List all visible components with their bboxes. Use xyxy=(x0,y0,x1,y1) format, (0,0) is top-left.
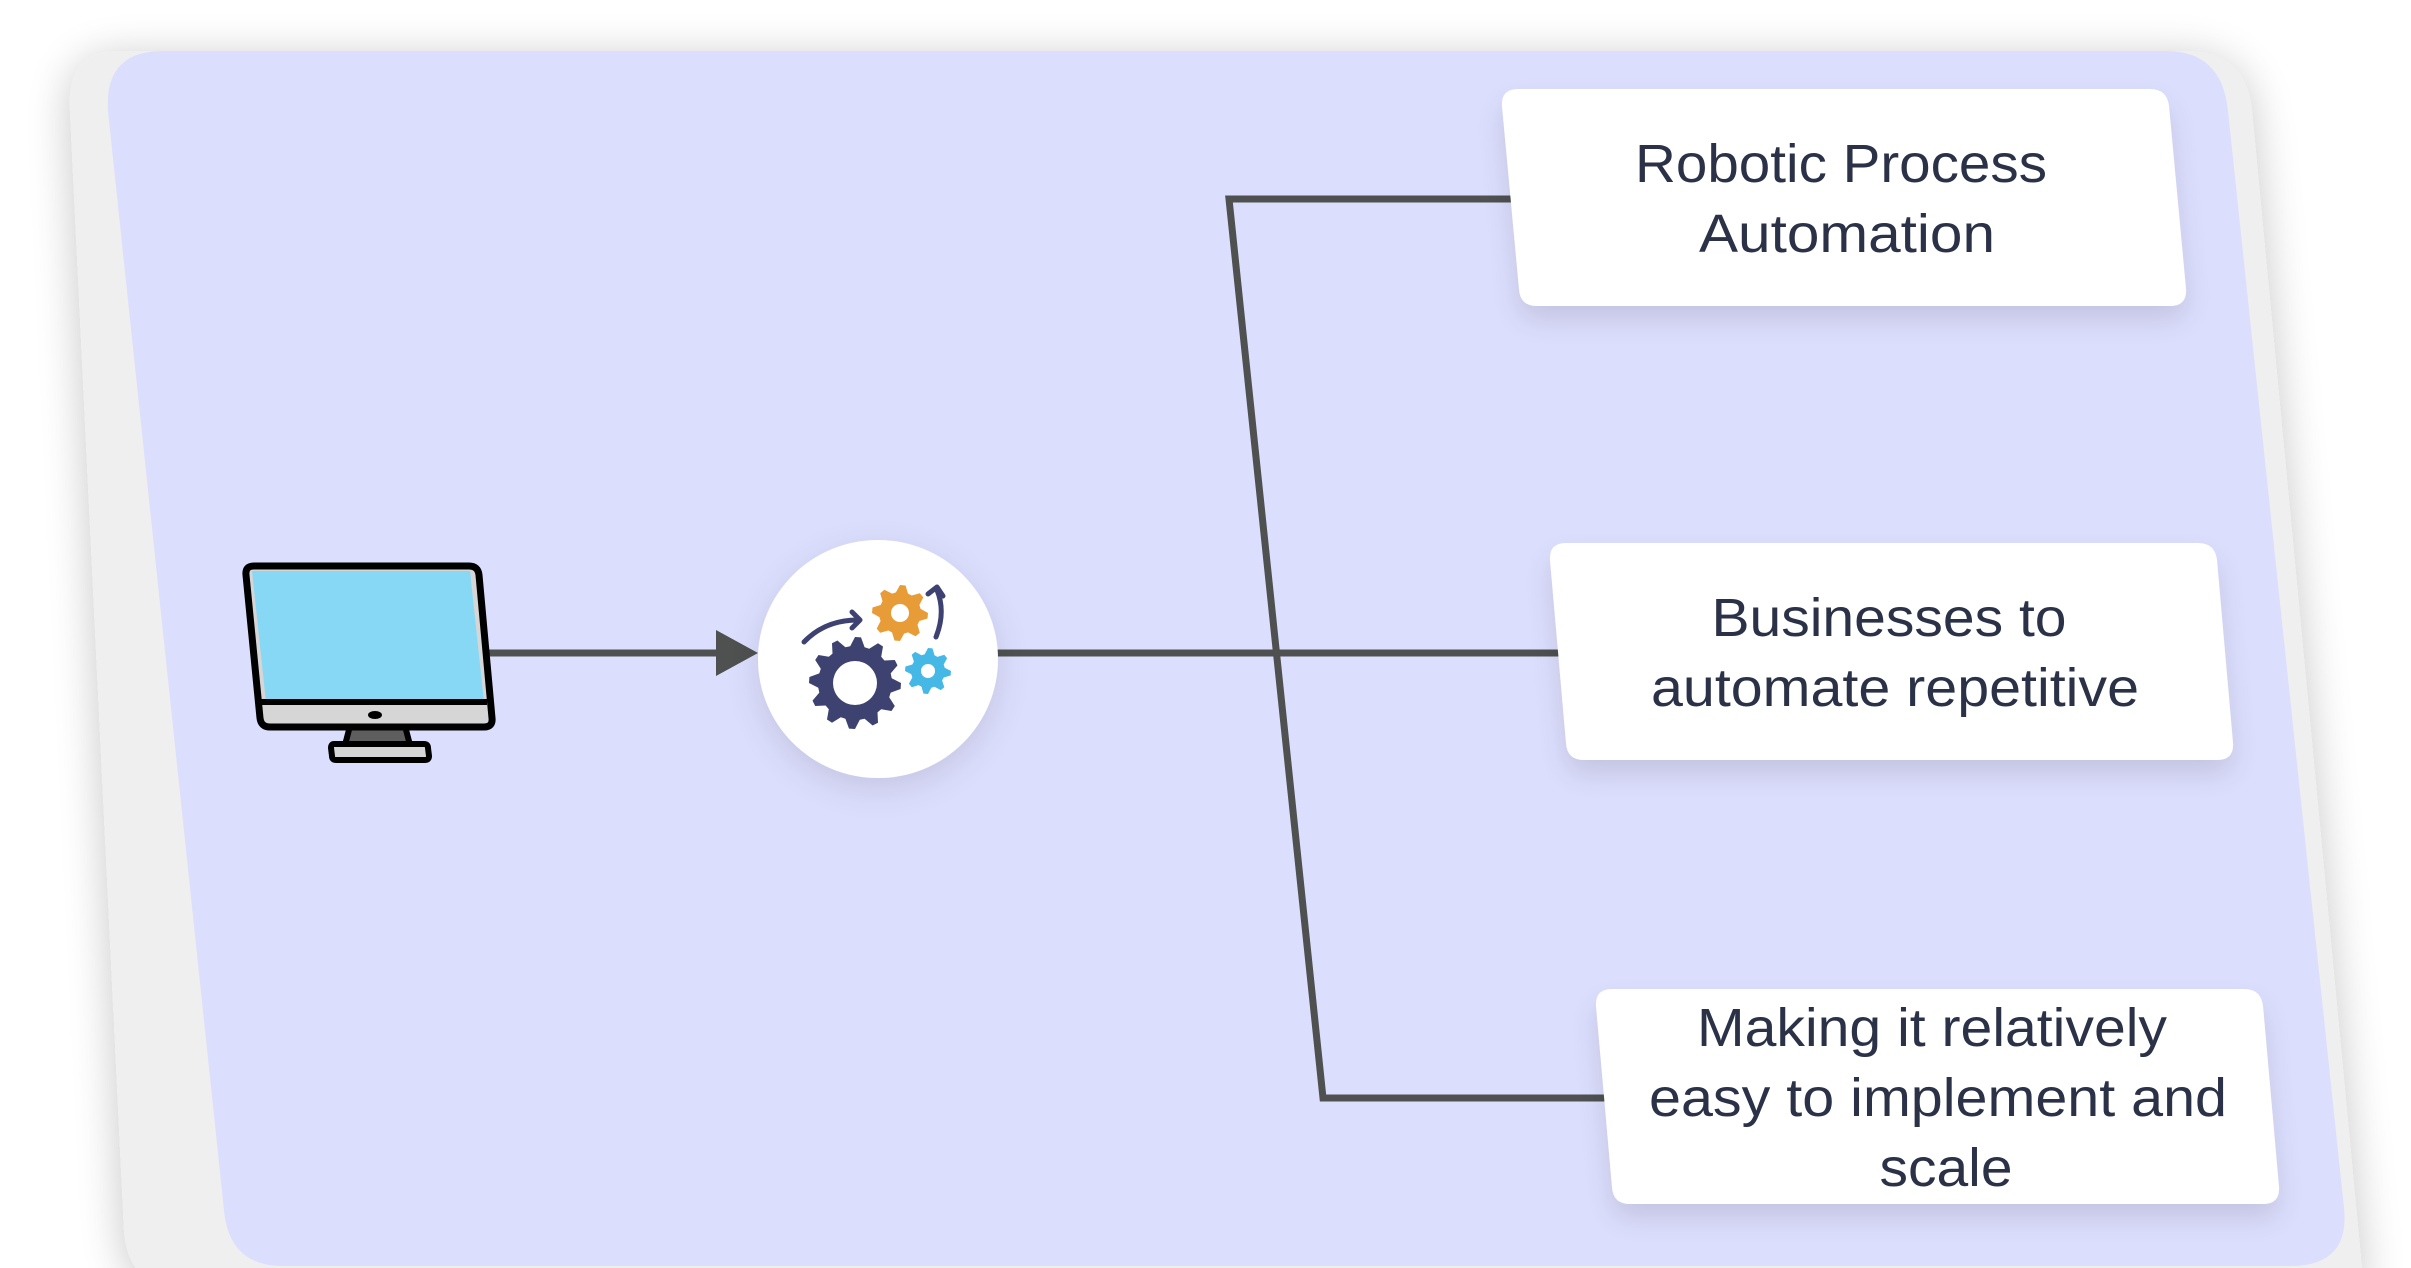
medium-gear-icon xyxy=(872,585,928,641)
curved-arrow-right-icon xyxy=(801,617,861,645)
output-2-line-2: automate repetitive xyxy=(1651,658,2139,718)
output-1-line-1: Robotic Process xyxy=(1635,134,2047,194)
small-gear-icon xyxy=(905,648,951,694)
output-box-3 xyxy=(1595,989,2280,1204)
monitor-screen xyxy=(252,571,484,702)
output-2-line-1: Businesses to xyxy=(1712,588,2067,648)
output-3-line-2: easy to implement and xyxy=(1649,1068,2227,1128)
output-1-line-2: Automation xyxy=(1699,204,1995,264)
output-3-line-1: Making it relatively xyxy=(1697,998,2167,1058)
main-card xyxy=(107,51,2345,1266)
arrowhead-icon xyxy=(716,630,758,676)
monitor-logo-dot xyxy=(368,711,382,719)
output-bracket xyxy=(1225,195,1606,1102)
output-box-1 xyxy=(1501,89,2187,306)
gears-automation-icon xyxy=(801,584,951,729)
output-3-line-3: scale xyxy=(1880,1138,2013,1198)
curved-arrow-up-icon xyxy=(933,587,944,640)
automation-hub xyxy=(758,540,998,778)
output-box-2 xyxy=(1549,543,2234,760)
monitor-base xyxy=(327,741,433,763)
large-gear-icon xyxy=(809,637,901,729)
desktop-monitor-icon xyxy=(242,562,496,763)
curved-arrow-right-icon-head xyxy=(849,609,863,631)
connectors xyxy=(489,195,1606,1102)
curved-arrow-up-icon-head xyxy=(925,584,946,599)
